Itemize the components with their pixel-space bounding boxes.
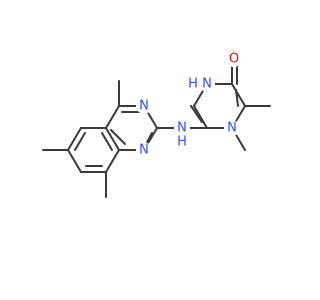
atom-mask <box>224 120 240 136</box>
bond-double-inner <box>110 129 126 145</box>
atom-n-quinazoline-3: N <box>139 99 149 114</box>
bond-double-inner <box>190 105 203 123</box>
atom-n-pyrimidinone-nh: N <box>202 77 212 92</box>
atom-h-pyrimidinone: H <box>188 77 198 92</box>
bond-double-inner <box>74 132 86 151</box>
bond-double-inner <box>145 132 153 145</box>
bond-double-inner <box>235 89 239 107</box>
atom-n-pyrimidinone: N <box>227 121 237 136</box>
bond <box>105 127 120 151</box>
bond <box>67 149 82 173</box>
bond <box>105 149 120 173</box>
bond <box>105 105 120 129</box>
atom-h-linker: H <box>177 135 187 150</box>
atom-o-carbonyl: O <box>229 52 239 67</box>
bond <box>67 127 82 151</box>
atom-mask <box>174 120 190 136</box>
atom-mask <box>199 76 215 92</box>
bond-double-inner <box>101 132 113 151</box>
atom-mask <box>136 142 152 158</box>
molecule-diagram: N N N H N H N O <box>42 51 271 198</box>
atom-mask <box>136 98 152 114</box>
atom-n-linker: N <box>177 121 187 136</box>
bond <box>193 105 208 129</box>
bond <box>231 83 246 107</box>
atom-mask <box>226 51 242 67</box>
atom-n-quinazoline-1: N <box>139 143 149 158</box>
